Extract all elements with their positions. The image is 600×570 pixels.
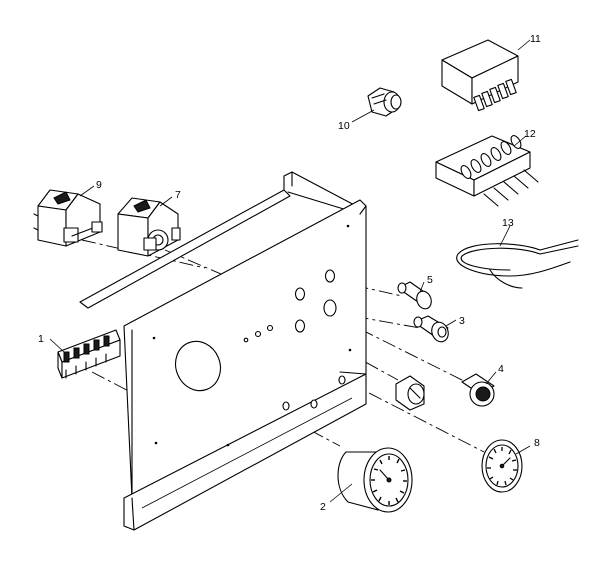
callout-2: 2 [320,501,326,513]
hole-knob [294,319,306,333]
callout-11: 11 [530,33,541,45]
callout-10: 10 [338,120,350,132]
plug-12-pins [460,135,522,179]
callout-1: 1 [38,333,44,345]
switch-7-tab [171,227,181,241]
connector-11-side [471,55,519,105]
lamp-5-lens [416,290,432,310]
main-panel [79,171,367,531]
control-knob [395,375,425,411]
callout-9: 9 [96,179,102,191]
hole-small-3 [243,337,249,343]
part-4-round-switch [461,373,495,407]
terminal-screw [73,347,80,359]
panel-bottom-flange [123,373,367,531]
callout-7: 7 [175,189,181,201]
callout-3: 3 [459,315,465,327]
part-3-indicator-lamp [413,315,449,343]
gauge-8-ticks [487,447,517,486]
switch-9-rocker [53,191,71,205]
panel-top-flange [79,189,291,309]
assembly-line-gauge-8 [257,335,485,453]
switch-7-terminal [143,237,157,251]
switch-4-button [475,386,491,402]
flange-hole [338,375,346,385]
plug-12-wires [483,169,539,207]
hole-a [294,287,306,301]
hole-lamp-5 [324,269,336,283]
assembly-line-terminal-1 [91,371,143,399]
terminal-screw [63,351,70,363]
part-5-indicator-lamp [397,281,432,310]
callout-4: 4 [498,363,504,375]
hole-small-2 [254,330,262,338]
part-13-cable [456,239,579,289]
screw-hole [154,441,158,445]
callout-8: 8 [534,437,540,449]
part-9-switch [33,189,103,247]
switch-7-rocker [133,199,151,213]
screw-hole [152,336,156,340]
callout-labels: 1 2 3 4 5 7 8 9 10 11 12 13 [38,33,541,513]
part-8-gauge [481,439,523,493]
callout-leaders [49,39,531,503]
screw-hole [348,348,352,352]
screw-hole [226,443,230,447]
callout-13: 13 [502,217,514,229]
switch-9-tab [91,221,103,233]
gauge-2-ticks [371,456,407,505]
flange-hole [310,399,318,409]
terminal-screw [93,339,100,351]
callout-12: 12 [524,128,536,140]
gauge-cutout [175,340,221,392]
terminal-screw [83,343,90,355]
terminal-screw [103,335,110,347]
plug-12-side [473,151,531,197]
part-2-gauge [337,447,413,513]
hole-lamp-3 [323,299,337,317]
screw-hole [346,224,350,228]
part-12-plug [435,135,539,207]
assembly-line-lamp-3 [329,311,421,329]
connector-11-pins [473,78,517,112]
part-10-cable-gland [367,87,402,117]
part-1-terminal-block [57,329,121,379]
panel-face [123,199,367,499]
part-7-switch [117,197,181,257]
flange-hole [282,401,290,411]
part-11-connector [441,39,519,112]
switch-9-front [37,205,67,247]
callout-5: 5 [427,274,433,286]
hole-small-1 [266,324,274,332]
switch-9-terminal [63,227,79,243]
